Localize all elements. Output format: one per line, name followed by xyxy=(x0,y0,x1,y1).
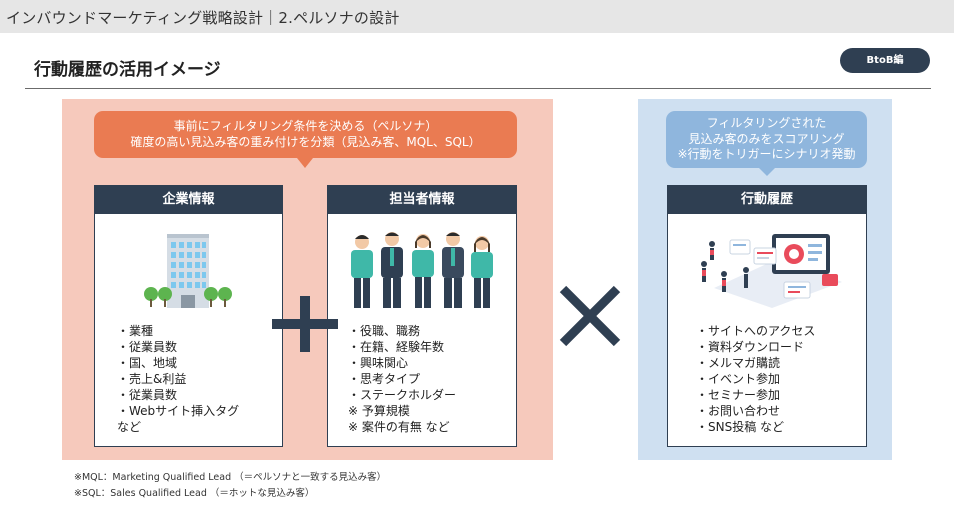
company-attribute-list: ・業種 ・従業員数 ・国、地域 ・売上&利益 ・従業員数 ・Webサイト挿入タグ… xyxy=(117,323,239,435)
behavior-history-card: 行動履歴 ・サイトへのアクセス ・資料ダウンロード ・メルマガ購読 ・イベント参… xyxy=(667,185,867,447)
scoring-callout: フィルタリングされた 見込み客のみをスコアリング ※行動をトリガーにシナリオ発動 xyxy=(666,111,867,168)
contact-attribute-list: ・役職、職務 ・在籍、経験年数 ・興味関心 ・思考タイプ ・ステークホルダー ※… xyxy=(348,323,456,435)
behavior-list: ・サイトへのアクセス ・資料ダウンロード ・メルマガ購読 ・イベント参加 ・セミ… xyxy=(696,323,815,435)
multiply-icon xyxy=(559,285,621,347)
list-item: ・メルマガ購読 xyxy=(696,356,781,370)
list-item: ・ステークホルダー xyxy=(348,388,457,402)
callout-pointer xyxy=(297,158,313,168)
scoring-callout-line-1: フィルタリングされた xyxy=(706,116,827,130)
btob-badge: BtoB編 xyxy=(840,48,930,73)
header-bar: インバウンドマーケティング戦略設計｜2.ペルソナの設計 xyxy=(0,0,954,33)
mql-footnote: ※MQL：Marketing Qualified Lead （＝ペルソナと一致す… xyxy=(74,472,387,483)
list-item: ・従業員数 xyxy=(117,388,178,402)
list-item: など xyxy=(117,420,142,434)
list-item: ・思考タイプ xyxy=(348,372,421,386)
persona-callout-line-2: 確度の高い見込み客の重み付けを分類（見込み客、MQL、SQL） xyxy=(130,135,481,149)
list-item: ・業種 xyxy=(117,324,154,338)
tree-icon xyxy=(144,287,172,307)
persona-callout: 事前にフィルタリング条件を決める（ペルソナ） 確度の高い見込み客の重み付けを分類… xyxy=(94,111,517,158)
list-item: ※ 予算規模 xyxy=(348,404,410,418)
tree-icon xyxy=(204,287,232,307)
footnotes: ※MQL：Marketing Qualified Lead （＝ペルソナと一致す… xyxy=(74,470,386,502)
marketing-analytics-icon xyxy=(701,234,842,308)
breadcrumb: インバウンドマーケティング戦略設計｜2.ペルソナの設計 xyxy=(6,9,400,27)
sql-footnote: ※SQL：Sales Qualified Lead （＝ホットな見込み客） xyxy=(74,488,315,499)
list-item: ・在籍、経験年数 xyxy=(348,340,445,354)
list-item: ・SNS投稿 など xyxy=(696,420,785,434)
list-item: ・サイトへのアクセス xyxy=(696,324,816,338)
list-item: ・従業員数 xyxy=(117,340,178,354)
list-item: ・Webサイト挿入タグ xyxy=(117,404,240,418)
company-info-card: 企業情報 ・業種 ・従業員数 ・国、地域 ・売上&利益 ・従業員数 ・Webサイ… xyxy=(94,185,283,447)
behavior-history-title: 行動履歴 xyxy=(668,186,866,214)
scoring-callout-line-2: 見込み客のみをスコアリング xyxy=(688,131,845,146)
list-item: ・売上&利益 xyxy=(117,372,187,386)
persona-callout-line-1: 事前にフィルタリング条件を決める（ペルソナ） xyxy=(173,119,438,133)
callout-pointer xyxy=(759,168,775,176)
list-item: ・資料ダウンロード xyxy=(696,340,805,354)
list-item: ・セミナー参加 xyxy=(696,388,781,402)
plus-icon xyxy=(272,296,338,352)
list-item: ・イベント参加 xyxy=(696,372,781,386)
office-building-icon xyxy=(167,234,209,308)
title-divider xyxy=(25,88,931,89)
business-people-icon xyxy=(351,232,493,308)
company-info-title: 企業情報 xyxy=(95,186,282,214)
contact-info-card: 担当者情報 ・役職、職務 ・在籍、経験年数 ・興 xyxy=(327,185,517,447)
list-item: ・興味関心 xyxy=(348,356,409,370)
list-item: ・国、地域 xyxy=(117,356,178,370)
page-title: 行動履歴の活用イメージ xyxy=(34,60,221,80)
list-item: ・役職、職務 xyxy=(348,324,421,338)
contact-info-title: 担当者情報 xyxy=(328,186,516,214)
scoring-callout-line-3: ※行動をトリガーにシナリオ発動 xyxy=(677,147,856,161)
list-item: ・お問い合わせ xyxy=(696,404,781,418)
list-item: ※ 案件の有無 など xyxy=(348,420,450,434)
